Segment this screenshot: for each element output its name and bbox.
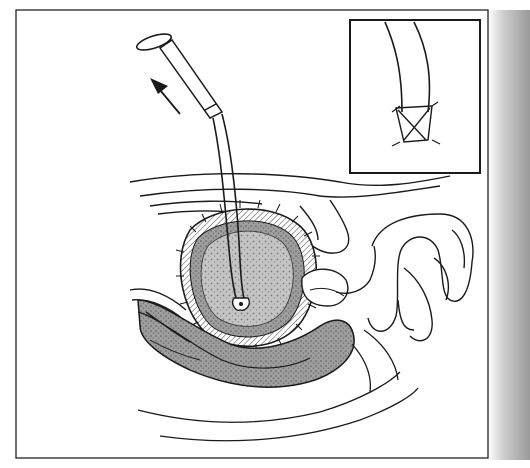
prostate — [302, 269, 348, 306]
external-structures — [368, 214, 473, 341]
scan-edge-shadow — [488, 10, 530, 460]
inset-detail — [350, 20, 480, 173]
arrow-up-left-icon — [150, 78, 180, 114]
